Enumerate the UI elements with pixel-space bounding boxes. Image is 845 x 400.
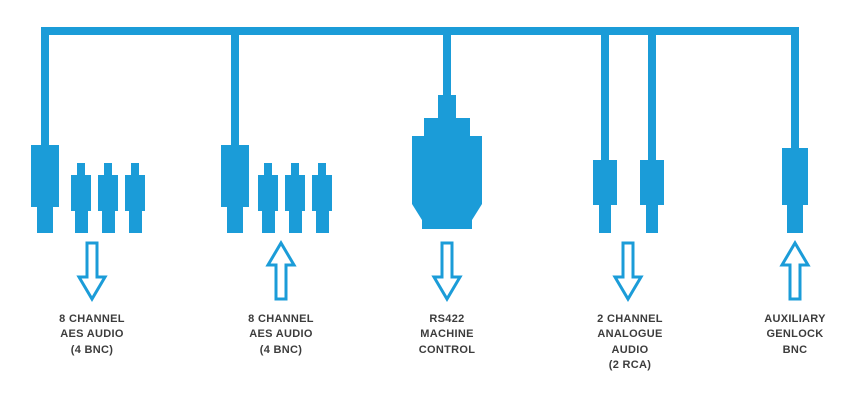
down-arrow-icon	[431, 241, 463, 302]
bnc-connector-body	[221, 145, 249, 207]
drop-line-1	[41, 27, 49, 151]
bus-cable	[41, 27, 799, 165]
rca-plug-tip	[646, 205, 658, 233]
label-aes-left: 8 CHANNEL AES AUDIO (4 BNC)	[59, 313, 125, 356]
bnc-plug-tip	[289, 211, 302, 233]
bnc-plug-tip	[262, 211, 275, 233]
rca-plug-body	[593, 160, 617, 205]
bnc-plug-tip	[129, 211, 142, 233]
bnc-connector-tip	[227, 207, 243, 233]
bnc-plug-tip	[75, 211, 88, 233]
up-arrow-icon	[265, 240, 297, 301]
bnc-plug-stub	[318, 163, 326, 175]
bnc-plug-body	[98, 175, 118, 211]
connector-group-rs422	[412, 95, 482, 302]
drop-line-5	[791, 27, 799, 151]
drop-line-4a	[601, 27, 609, 165]
connector-group-genlock	[779, 148, 811, 301]
label-aes-right: 8 CHANNEL AES AUDIO (4 BNC)	[248, 313, 314, 356]
drop-line-3	[443, 27, 451, 107]
label-analogue-audio: 2 CHANNEL ANALOGUE AUDIO (2 RCA)	[597, 313, 663, 372]
drop-line-2	[231, 27, 239, 151]
bnc-connector-body	[782, 148, 808, 205]
bnc-plug-body	[125, 175, 145, 211]
bnc-plug-stub	[291, 163, 299, 175]
dsub-connector	[412, 95, 482, 229]
down-arrow-icon	[612, 241, 644, 302]
bnc-plug-tip	[102, 211, 115, 233]
bnc-plug-stub	[264, 163, 272, 175]
drop-line-4b	[648, 27, 656, 165]
bnc-plug-body	[258, 175, 278, 211]
rca-plug-body	[640, 160, 664, 205]
bus-line	[41, 27, 799, 35]
bnc-plug-tip	[316, 211, 329, 233]
up-arrow-icon	[779, 240, 811, 301]
bnc-plug-body	[285, 175, 305, 211]
bnc-connector-body	[31, 145, 59, 207]
bnc-connector-tip	[787, 205, 803, 233]
bnc-connector-tip	[37, 207, 53, 233]
rca-plug-tip	[599, 205, 611, 233]
bnc-plug-stub	[131, 163, 139, 175]
connector-group-aes-left	[31, 145, 145, 302]
bnc-plug-stub	[104, 163, 112, 175]
connector-group-rca	[593, 160, 664, 302]
down-arrow-icon	[76, 241, 108, 302]
label-genlock: AUXILIARY GENLOCK BNC	[764, 313, 826, 356]
bnc-plug-body	[71, 175, 91, 211]
label-rs422: RS422 MACHINE CONTROL	[418, 313, 476, 356]
bnc-plug-body	[312, 175, 332, 211]
bnc-plug-stub	[77, 163, 85, 175]
connector-group-aes-right	[221, 145, 332, 301]
